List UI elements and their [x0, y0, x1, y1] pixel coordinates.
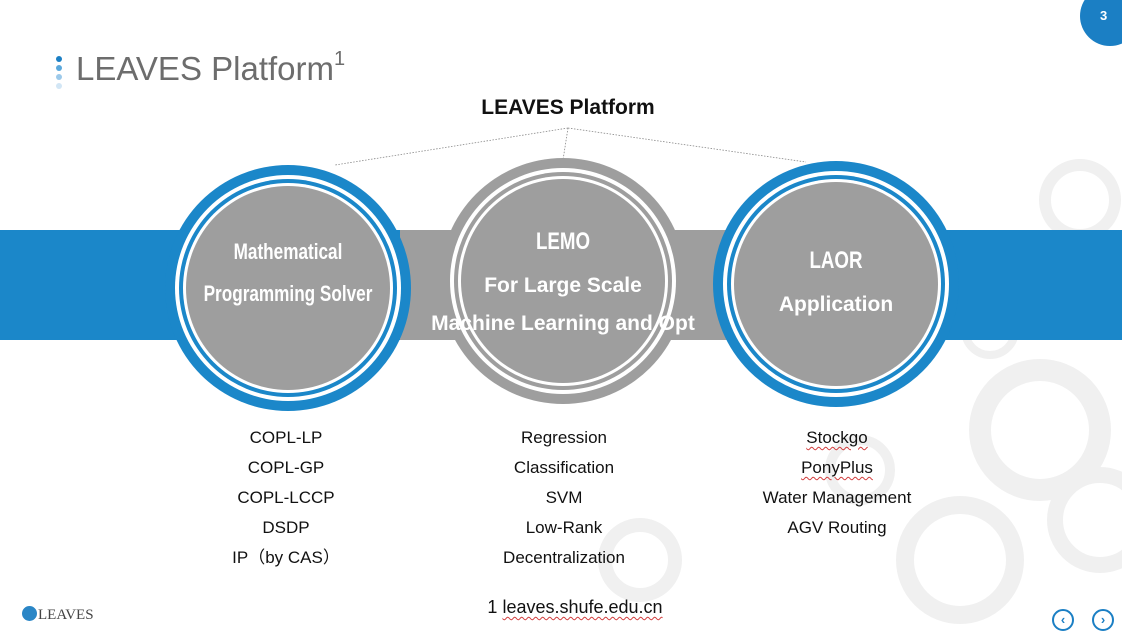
list-item: COPL-GP	[247, 458, 325, 477]
circle-lemo-line-3: Machine Learning and Opt	[431, 312, 695, 335]
page-number: 3	[1100, 8, 1108, 23]
list-item: Regression	[521, 428, 607, 447]
title-superscript: 1	[334, 48, 346, 70]
list-item: AGV Routing	[787, 518, 887, 537]
circle-laor: LAOR Application	[713, 161, 959, 407]
list-item: Classification	[513, 458, 615, 477]
circle-lemo-line-1: LEMO	[535, 228, 591, 255]
list-item: COPL-LP	[249, 428, 323, 447]
chevron-left-icon: ‹	[1060, 612, 1066, 627]
circle-mps-line-1: Mathematical	[233, 239, 343, 264]
circle-lemo: LEMO For Large Scale Machine Learning an…	[431, 158, 695, 404]
list-item: IP（by CAS）	[232, 548, 340, 567]
next-slide-button[interactable]: ›	[1092, 609, 1114, 631]
circle-lemo-line-2: For Large Scale	[484, 274, 642, 297]
list-laor: Stockgo PonyPlus Water Management AGV Ro…	[727, 423, 947, 543]
list-item: PonyPlus	[801, 458, 873, 477]
circle-mps-line-2: Programming Solver	[203, 281, 373, 306]
connector-line-left	[334, 127, 569, 166]
slide-title: LEAVES Platform1	[76, 48, 346, 88]
circle-laor-line-2: Application	[778, 293, 894, 316]
footnote-link[interactable]: leaves.shufe.edu.cn	[502, 597, 663, 617]
list-item: Stockgo	[806, 428, 868, 447]
leaves-logo-icon	[22, 606, 37, 621]
circle-laor-line-1: LAOR	[809, 247, 863, 274]
list-item: Decentralization	[503, 548, 625, 567]
list-item: SVM	[545, 488, 583, 507]
footnote-number: 1	[487, 597, 498, 617]
list-item: COPL-LCCP	[237, 488, 335, 507]
logo-text: LEAVES	[38, 607, 94, 623]
list-item: DSDP	[262, 518, 310, 537]
leaves-logo: LEAVES	[22, 606, 94, 624]
list-item: Water Management	[762, 488, 912, 507]
title-bullet-icon	[56, 56, 64, 90]
footnote: 1 leaves.shufe.edu.cn	[460, 597, 690, 618]
list-item: Low-Rank	[525, 518, 603, 537]
prev-slide-button[interactable]: ‹	[1052, 609, 1074, 631]
list-mps: COPL-LP COPL-GP COPL-LCCP DSDP IP（by CAS…	[186, 423, 386, 573]
connector-line-center	[562, 127, 569, 161]
list-lemo: Regression Classification SVM Low-Rank D…	[464, 423, 664, 573]
slide-title-text: LEAVES Platform	[76, 50, 334, 87]
platform-label: LEAVES Platform	[481, 96, 655, 119]
circle-mps: Mathematical Programming Solver	[165, 165, 411, 411]
chevron-right-icon: ›	[1100, 612, 1106, 627]
connector-line-right	[567, 127, 807, 163]
